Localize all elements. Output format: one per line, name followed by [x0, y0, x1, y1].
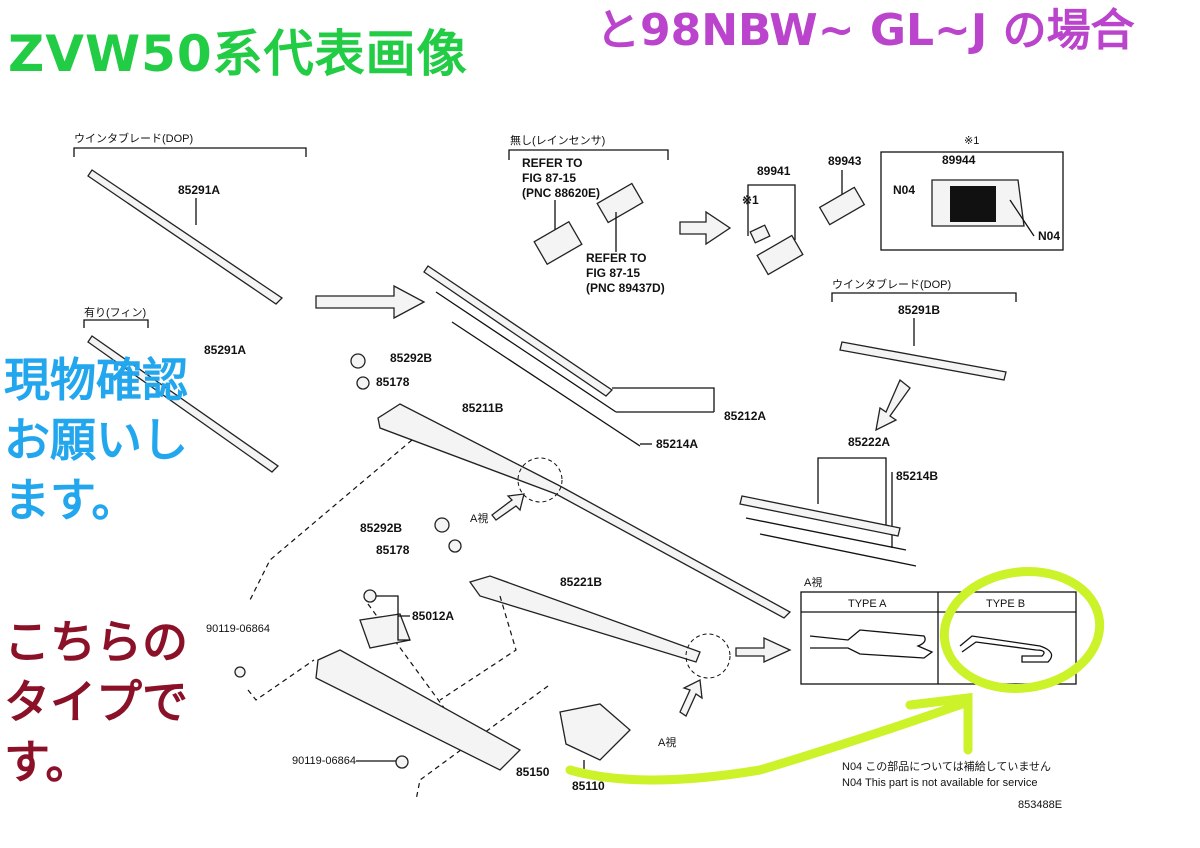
part-label: N04 [893, 183, 915, 197]
group-label: ウインタブレード(DOP) [832, 277, 951, 291]
part-label: 85214A [656, 437, 698, 451]
type-a-hook [809, 629, 934, 659]
part-label: 85178 [376, 543, 410, 557]
handwritten-note-blue: 現物確認 お願いします。 [4, 353, 188, 527]
refer-text: (PNC 88620E) [522, 186, 600, 200]
part-label: 89944 [942, 153, 976, 167]
arrow-icon [679, 210, 732, 246]
part-label: 85150 [516, 765, 550, 779]
view-label: A視 [658, 735, 676, 749]
part-label: 85012A [412, 609, 454, 623]
wiper-blade-85291B [839, 341, 1007, 381]
wiper-motor-85110 [559, 703, 631, 761]
arrow-icon [735, 636, 792, 664]
highlight-circle [939, 567, 1105, 693]
part-label: 85178 [376, 375, 410, 389]
group-label: 有り(フィン) [84, 305, 146, 319]
part-label: 90119-06864 [206, 623, 270, 635]
refer-text: REFER TO [522, 156, 582, 170]
wiper-arm-85211B [377, 403, 792, 619]
wiper-blade-85291A [87, 169, 284, 305]
view-label: A視 [804, 575, 822, 589]
service-note-jp: N04 この部品については補給していません [842, 759, 1051, 773]
view-label: A視 [470, 511, 488, 525]
wiper-link-85150 [315, 649, 522, 771]
arrow-icon [875, 378, 911, 432]
part-label: 85212A [724, 409, 766, 423]
part-label: 85214B [896, 469, 938, 483]
handwritten-note-maroon: こちらの タイプです。 [4, 615, 188, 789]
part-label: N04 [1038, 229, 1060, 243]
part-label: 85211B [462, 401, 504, 415]
part-label: 85291A [178, 183, 220, 197]
type-b-hook [959, 635, 1053, 663]
part-label: 85110 [572, 779, 605, 793]
part-label: 89943 [828, 154, 862, 168]
part-label: 85292B [390, 351, 432, 365]
refer-text: FIG 87-15 [586, 266, 640, 280]
refer-text: (PNC 89437D) [586, 281, 665, 295]
type-b-label: TYPE B [986, 598, 1025, 610]
wiper-arm-85221B [468, 575, 701, 663]
handwritten-title-green: ZVW50系代表画像 [8, 25, 468, 83]
part-label: 85291A [204, 343, 246, 357]
part-label: 85291B [898, 303, 940, 317]
type-a-label: TYPE A [848, 598, 887, 610]
service-note-en: N04 This part is not available for servi… [842, 777, 1037, 789]
mark-label: ※1 [964, 135, 979, 147]
figure-id: 853488E [1018, 799, 1062, 811]
wiper-blade-fin [87, 335, 280, 473]
refer-text: FIG 87-15 [522, 171, 576, 185]
part-label: 89941 [757, 164, 791, 178]
group-label: ウインタブレード(DOP) [74, 131, 193, 145]
part-label: 90119-06864 [292, 755, 356, 767]
arrow-icon [315, 284, 426, 320]
highlight-arrow [565, 692, 973, 785]
refer-text: REFER TO [586, 251, 646, 265]
handwritten-title-purple: と98NBW~ GL~J の場合 [596, 5, 1135, 56]
mark-label: ※1 [742, 193, 759, 207]
part-label: 85292B [360, 521, 402, 535]
group-label: 無し(レインセンサ) [510, 133, 605, 147]
part-label: 85222A [848, 435, 890, 449]
part-label: 85221B [560, 575, 602, 589]
